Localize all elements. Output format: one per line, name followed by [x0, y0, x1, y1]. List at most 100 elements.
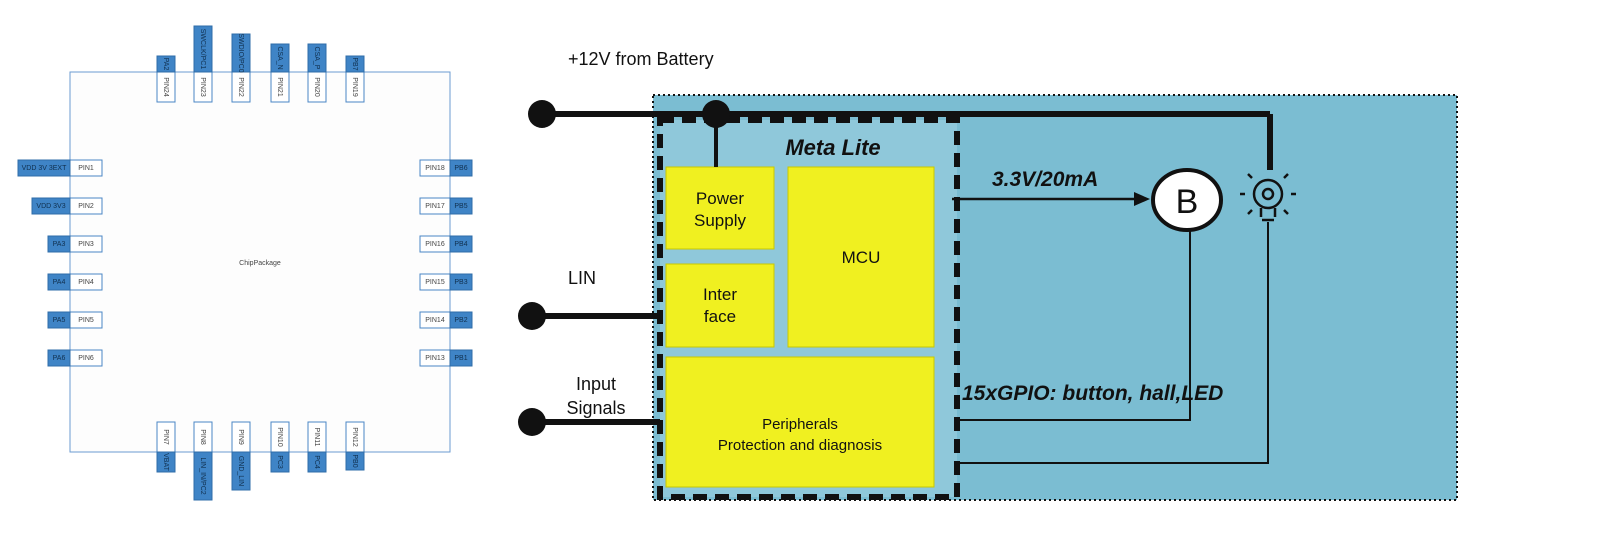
right-pin-label: PIN14	[425, 317, 445, 324]
battery-terminal	[528, 100, 556, 128]
top-pin-signal-box	[193, 25, 213, 73]
right-pin-signal-box	[449, 159, 473, 177]
bottom-pin-signal-box	[345, 451, 365, 471]
top-pin-signal-box	[270, 43, 290, 73]
bottom-pin-signal-box	[307, 451, 327, 473]
supply-arrow-head	[1134, 192, 1150, 206]
right-pin-signal-box	[449, 197, 473, 215]
bottom-pin-signal-label: PB0	[351, 454, 358, 467]
right-pin-label: PIN18	[425, 165, 445, 172]
top-pin-label: PIN21	[276, 77, 283, 97]
top-pin-signal-label: SWCLK/PC1	[199, 29, 206, 70]
left-pin-label: PIN5	[78, 317, 94, 324]
top-pin-label: PIN22	[237, 77, 244, 97]
top-pin-label: PIN19	[351, 77, 358, 97]
bottom-pin-signal-box	[270, 451, 290, 473]
peripherals-block	[665, 356, 935, 488]
bottom-pin-label: PIN8	[199, 429, 206, 445]
top-pin-signal-box	[231, 33, 251, 73]
bottom-pin-signal-label: LIN_IN/PC2	[199, 457, 206, 494]
bottom-pin-signal-label: GND_LIN	[237, 456, 244, 486]
interface-block	[665, 263, 775, 348]
top-pin-label: PIN23	[199, 77, 206, 97]
bottom-pin-signal-box	[193, 451, 213, 501]
right-pin-signal-label: PB4	[454, 241, 467, 248]
right-pin-label: PIN16	[425, 241, 445, 248]
lin-label: LIN	[568, 268, 596, 288]
left-pin-signal-label: PA6	[53, 355, 66, 362]
left-pin-signal-label: VDD 3V3	[36, 203, 65, 210]
lin-terminal	[518, 302, 546, 330]
top-pin-signal-box	[156, 55, 176, 73]
right-pin-signal-box	[449, 349, 473, 367]
bottom-pin-label: PIN7	[162, 429, 169, 445]
input-label-1: Input	[576, 374, 616, 394]
bottom-pin-signal-box	[156, 451, 176, 473]
left-pin-signal-label: PA5	[53, 317, 66, 324]
right-pin-signal-label: PB6	[454, 165, 467, 172]
right-pin-signal-box	[449, 311, 473, 329]
bottom-pin-label: PIN11	[313, 428, 320, 447]
top-pin-signal-box	[345, 55, 365, 73]
left-pin-signal-label: PA3	[53, 241, 66, 248]
right-pin-label: PIN13	[425, 355, 445, 362]
bottom-pin-signal-label: PC3	[276, 455, 283, 469]
peripherals-label-1: Peripherals	[762, 416, 838, 433]
right-pin-signal-box	[449, 235, 473, 253]
input-label-2: Signals	[566, 398, 625, 418]
meta-lite-title: Meta Lite	[785, 135, 880, 160]
mcu-label: MCU	[842, 248, 881, 267]
left-pin-signal-box	[47, 273, 71, 291]
power-supply-label-1: Power	[696, 189, 745, 208]
top-pin-label: PIN20	[313, 77, 320, 97]
interface-label-2: face	[704, 307, 736, 326]
left-pin-signal-box	[31, 197, 71, 215]
peripherals-label-2: Protection and diagnosis	[718, 437, 882, 454]
interface-label-1: Inter	[703, 285, 737, 304]
left-pin-label: PIN6	[78, 355, 94, 362]
meta-lite-block-diagram: Meta Lite Power Supply MCU Inter face Pe…	[518, 49, 1458, 501]
button-symbol-label: B	[1176, 183, 1199, 221]
button-symbol	[1151, 168, 1223, 232]
left-pin-signal-box	[47, 349, 71, 367]
top-pin-signal-label: SWDIO/PC0	[237, 33, 244, 72]
lamp-icon	[1240, 173, 1296, 222]
bottom-pin-signal-label: VBAT	[162, 453, 169, 471]
bottom-pin-signal-label: PC4	[313, 455, 320, 469]
left-pin-label: PIN2	[78, 203, 94, 210]
top-pin-signal-label: PB7	[351, 57, 358, 70]
top-pin-label: PIN24	[162, 77, 169, 97]
left-pin-signal-label: PA4	[53, 279, 66, 286]
right-pin-label: PIN15	[425, 279, 445, 286]
right-pin-signal-label: PB2	[454, 317, 467, 324]
power-supply-block	[665, 166, 775, 250]
top-pin-signal-label: PA2	[162, 58, 169, 71]
gpio-button-wire	[957, 230, 1191, 421]
chip-package-label: ChipPackage	[239, 260, 281, 267]
power-supply-label-2: Supply	[694, 211, 746, 230]
top-pin-signal-label: CSA_P	[313, 47, 320, 70]
left-pin-signal-label: VDD 3V 3EXT	[22, 165, 67, 172]
mcu-block	[787, 166, 935, 348]
gpio-label: 15xGPIO: button, hall,LED	[962, 382, 1223, 405]
top-pin-signal-box	[307, 43, 327, 73]
left-pin-label: PIN4	[78, 279, 94, 286]
left-pin-signal-box	[17, 159, 71, 177]
right-pin-signal-label: PB5	[454, 203, 467, 210]
left-pin-signal-box	[47, 311, 71, 329]
battery-label: +12V from Battery	[568, 49, 714, 69]
gpio-lamp-wire	[957, 222, 1269, 464]
bottom-pin-label: PIN12	[351, 427, 358, 447]
right-pin-label: PIN17	[425, 203, 445, 210]
voltage-label: 3.3V/20mA	[992, 168, 1098, 191]
left-pin-label: PIN3	[78, 241, 94, 248]
right-pin-signal-label: PB3	[454, 279, 467, 286]
left-pin-signal-box	[47, 235, 71, 253]
bottom-pin-signal-box	[231, 451, 251, 491]
bottom-pin-label: PIN9	[237, 429, 244, 445]
bottom-pin-label: PIN10	[276, 427, 283, 447]
input-signals-terminal	[518, 408, 546, 436]
